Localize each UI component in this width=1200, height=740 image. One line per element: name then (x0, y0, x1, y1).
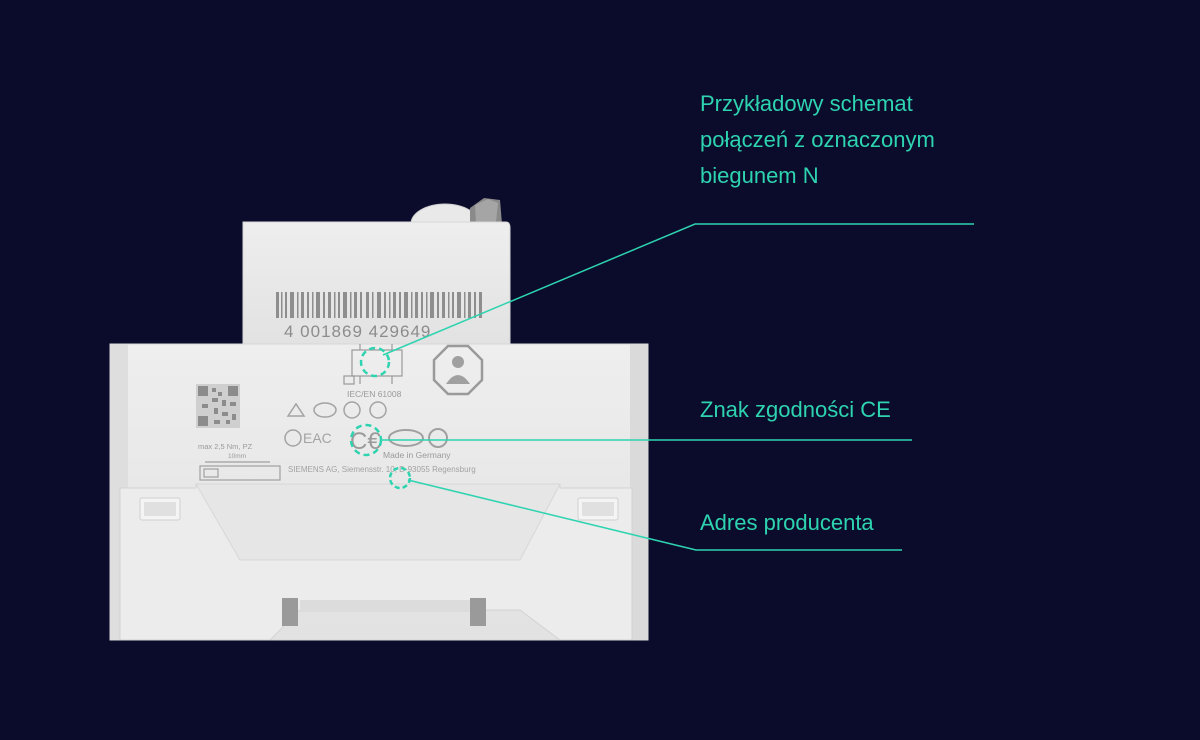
eac-mark: EAC (303, 430, 332, 446)
callout-address-line: Adres producenta (700, 510, 874, 535)
callout-wiring-diagram: Przykładowy schemat połączeń z oznaczony… (700, 86, 935, 194)
barcode (276, 292, 482, 318)
strip-length-pictogram (199, 461, 281, 481)
callout-marker-address (388, 466, 412, 490)
torque-label: max 2,5 Nm, PZ (198, 442, 253, 451)
callout-leader-3 (407, 479, 902, 551)
certification-marks (284, 401, 387, 447)
callout-marker-wiring (359, 346, 391, 378)
wiring-diagram-symbol (343, 344, 403, 385)
callout-wiring-line-3: biegunem N (700, 163, 819, 188)
standard-label: IEC/EN 61008 (347, 389, 402, 399)
qr-code (196, 384, 240, 428)
round-mark (428, 428, 448, 448)
manufacturer-address: SIEMENS AG, Siemensstr. 10, D-93055 Rege… (288, 465, 476, 474)
oval-mark (388, 429, 424, 447)
callout-ce-line: Znak zgodności CE (700, 397, 891, 422)
made-in-label: Made in Germany (383, 450, 451, 460)
read-manual-icon (432, 344, 484, 396)
callout-wiring-line-2: połączeń z oznaczonym (700, 127, 935, 152)
barcode-number: 4 001869 429649 (284, 322, 431, 341)
callout-ce-mark: Znak zgodności CE (700, 392, 891, 428)
strip-length-label: 10mm (228, 453, 246, 460)
callout-leader-1 (382, 223, 974, 356)
callout-manufacturer-address: Adres producenta (700, 505, 874, 541)
callout-wiring-line-1: Przykładowy schemat (700, 91, 913, 116)
